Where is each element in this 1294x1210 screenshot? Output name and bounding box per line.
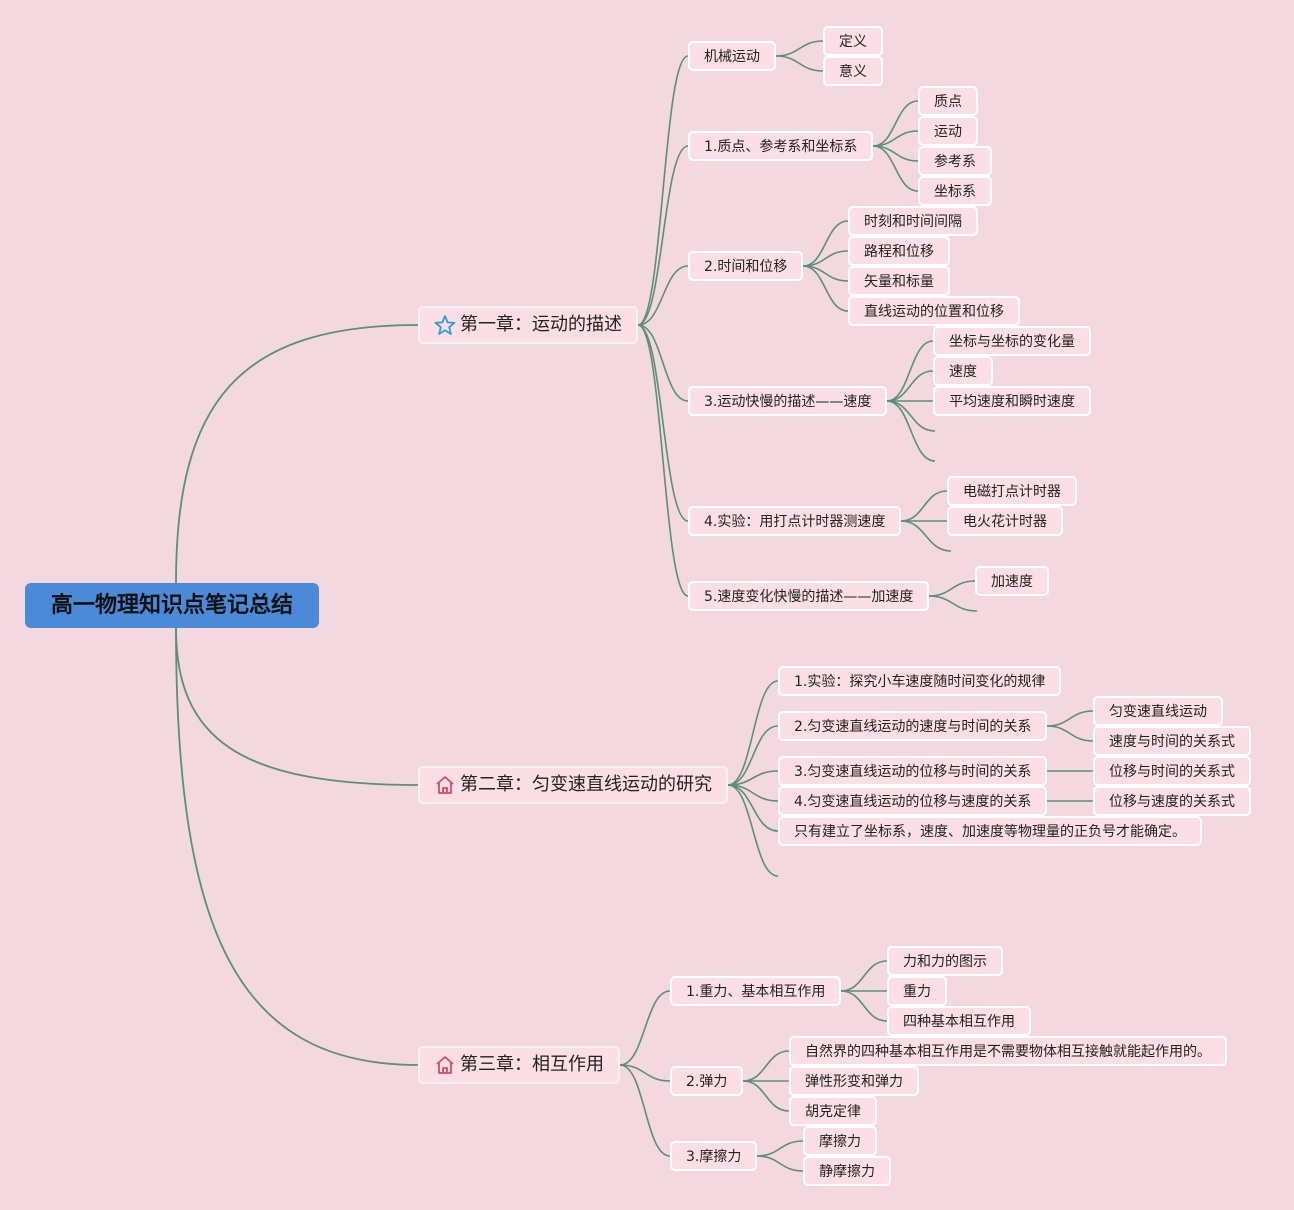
home-icon xyxy=(434,1053,456,1074)
home-icon xyxy=(434,773,456,794)
connector-line xyxy=(637,55,689,326)
section-gravity[interactable]: 1.重力、基本相互作用 xyxy=(670,976,842,1006)
item-vector-scalar[interactable]: 矢量和标量 xyxy=(848,266,950,296)
section-cart-experiment[interactable]: 1.实验：探究小车速度随时间变化的规律 xyxy=(778,666,1062,696)
chapter-2[interactable]: 第二章：匀变速直线运动的研究 xyxy=(418,766,728,804)
connector-line xyxy=(637,324,689,597)
chapter-1-label: 第一章：运动的描述 xyxy=(460,314,622,335)
section-displacement-velocity[interactable]: 4.匀变速直线运动的位移与速度的关系 xyxy=(778,786,1048,816)
section-velocity[interactable]: 3.运动快慢的描述——速度 xyxy=(688,386,888,416)
item-static-friction[interactable]: 静摩擦力 xyxy=(803,1156,891,1186)
item-four-interactions[interactable]: 四种基本相互作用 xyxy=(887,1006,1031,1036)
root-connector-line xyxy=(175,324,419,584)
connector-line xyxy=(727,725,779,786)
item-path-displacement[interactable]: 路程和位移 xyxy=(848,236,950,266)
item-reference-frame[interactable]: 参考系 xyxy=(918,146,992,176)
connector-line xyxy=(802,220,849,267)
section-acceleration[interactable]: 5.速度变化快慢的描述——加速度 xyxy=(688,581,930,611)
chapter-3[interactable]: 第三章：相互作用 xyxy=(418,1046,620,1084)
root-connector-line xyxy=(175,627,419,786)
section-velocity-time[interactable]: 2.匀变速直线运动的速度与时间的关系 xyxy=(778,711,1048,741)
item-coordinate-change[interactable]: 坐标与坐标的变化量 xyxy=(933,326,1091,356)
connector-line xyxy=(637,324,689,522)
connector-line xyxy=(840,960,888,992)
connector-line xyxy=(619,1064,671,1157)
item-electromagnetic-timer[interactable]: 电磁打点计时器 xyxy=(947,476,1077,506)
connector-line xyxy=(886,340,934,402)
item-coordinate-system[interactable]: 坐标系 xyxy=(918,176,992,206)
item-hookes-law[interactable]: 胡克定律 xyxy=(789,1096,877,1126)
item-meaning[interactable]: 意义 xyxy=(823,56,883,86)
section-timer-experiment[interactable]: 4.实验：用打点计时器测速度 xyxy=(688,506,902,536)
item-definition[interactable]: 定义 xyxy=(823,26,883,56)
connector-line xyxy=(840,990,888,1022)
connector-line xyxy=(886,370,934,402)
connector-line xyxy=(802,265,849,312)
item-uniform-accel-motion[interactable]: 匀变速直线运动 xyxy=(1093,696,1223,726)
section-elastic-force[interactable]: 2.弹力 xyxy=(670,1066,744,1096)
chapter-2-label: 第二章：匀变速直线运动的研究 xyxy=(460,774,712,795)
item-elastic-deformation[interactable]: 弹性形变和弹力 xyxy=(789,1066,919,1096)
chapter-3-label: 第三章：相互作用 xyxy=(460,1054,604,1075)
item-acceleration[interactable]: 加速度 xyxy=(975,566,1049,596)
item-speed[interactable]: 速度 xyxy=(933,356,993,386)
connector-line xyxy=(727,784,779,832)
item-spark-timer[interactable]: 电火花计时器 xyxy=(947,506,1063,536)
root-connector-line xyxy=(175,627,419,1066)
root-topic[interactable]: 高一物理知识点笔记总结 xyxy=(25,583,319,628)
item-interaction-note[interactable]: 自然界的四种基本相互作用是不需要物体相互接触就能起作用的。 xyxy=(789,1036,1227,1066)
connector-line xyxy=(756,1155,804,1172)
connector-line xyxy=(637,265,689,326)
connector-line xyxy=(872,100,919,147)
section-sign-note[interactable]: 只有建立了坐标系，速度、加速度等物理量的正负号才能确定。 xyxy=(778,816,1202,846)
empty-branch-line xyxy=(886,400,936,462)
star-icon xyxy=(434,313,456,335)
connector-line xyxy=(637,145,689,326)
connector-line xyxy=(742,1050,790,1082)
connector-line xyxy=(900,490,948,522)
item-time-interval[interactable]: 时刻和时间间隔 xyxy=(848,206,978,236)
item-linear-position[interactable]: 直线运动的位置和位移 xyxy=(848,296,1020,326)
section-particle-reference[interactable]: 1.质点、参考系和坐标系 xyxy=(688,131,874,161)
section-displacement-time[interactable]: 3.匀变速直线运动的位移与时间的关系 xyxy=(778,756,1048,786)
connector-line xyxy=(775,55,824,72)
item-force-diagram[interactable]: 力和力的图示 xyxy=(887,946,1003,976)
empty-branch-line xyxy=(900,520,952,552)
connector-line xyxy=(775,40,824,57)
empty-branch-line xyxy=(928,595,978,612)
connector-line xyxy=(727,680,779,786)
connector-line xyxy=(742,1080,790,1112)
connector-line xyxy=(872,145,919,192)
item-particle[interactable]: 质点 xyxy=(918,86,978,116)
connector-line xyxy=(637,324,689,402)
connector-line xyxy=(1046,725,1094,742)
item-displacement-time-formula[interactable]: 位移与时间的关系式 xyxy=(1093,756,1251,786)
chapter-1[interactable]: 第一章：运动的描述 xyxy=(418,306,638,344)
item-gravity[interactable]: 重力 xyxy=(887,976,947,1006)
section-friction[interactable]: 3.摩擦力 xyxy=(670,1141,758,1171)
connector-line xyxy=(1046,710,1094,727)
item-motion[interactable]: 运动 xyxy=(918,116,978,146)
connector-line xyxy=(619,990,671,1066)
empty-branch-line xyxy=(727,784,779,877)
item-displacement-velocity-formula[interactable]: 位移与速度的关系式 xyxy=(1093,786,1251,816)
connector-line xyxy=(756,1140,804,1157)
section-mechanical-motion[interactable]: 机械运动 xyxy=(688,41,776,71)
connector-line xyxy=(619,1064,671,1082)
section-time-displacement[interactable]: 2.时间和位移 xyxy=(688,251,804,281)
item-velocity-time-formula[interactable]: 速度与时间的关系式 xyxy=(1093,726,1251,756)
item-average-instant-speed[interactable]: 平均速度和瞬时速度 xyxy=(933,386,1091,416)
empty-branch-line xyxy=(886,400,936,432)
connector-line xyxy=(928,580,976,597)
item-friction[interactable]: 摩擦力 xyxy=(803,1126,877,1156)
